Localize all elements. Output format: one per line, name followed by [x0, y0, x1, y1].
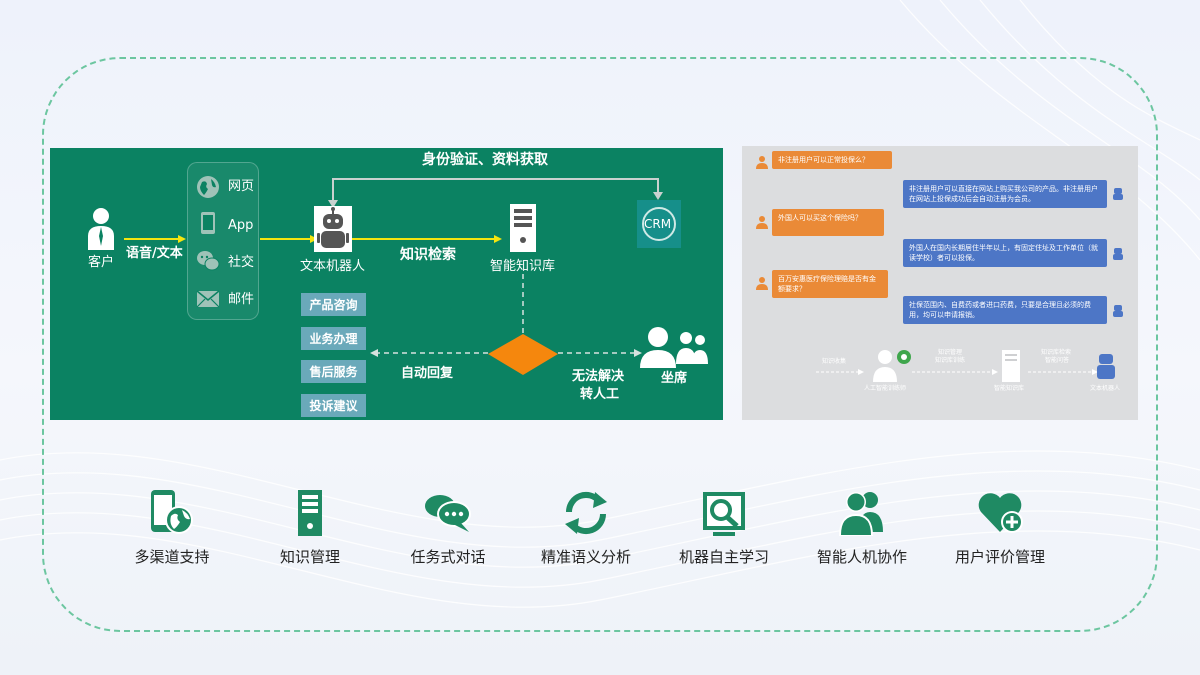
- feature-knowledge-management: 知识管理: [240, 488, 380, 567]
- feature-label: 任务式对话: [410, 548, 486, 566]
- robot-avatar-icon: [1113, 248, 1123, 260]
- flow-top-label: 身份验证、资料获取: [422, 152, 548, 168]
- magnifier-icon: [703, 492, 745, 536]
- chat-question-1: 非注册用户可以正常投保么？: [772, 151, 892, 169]
- users-icon: [839, 492, 883, 536]
- knowledge-base-label: 智能知识库: [490, 259, 556, 274]
- feature-semantic-analysis: 精准语义分析: [516, 488, 656, 567]
- service-flow-diagram: 身份验证、资料获取 客户 语音/文本 网页 App 社交: [50, 148, 723, 420]
- transfer-human-label: 转人工: [580, 387, 620, 402]
- chat-answer-3: 社保范围内、自费药或者进口药费，只要是合理且必须的费用，均可以申请报销。: [903, 296, 1107, 324]
- training-label-train: 知识库训练: [935, 357, 966, 364]
- agent-label: 坐席: [661, 371, 688, 386]
- server-icon: [298, 490, 322, 536]
- crm-label: CRM: [644, 217, 672, 231]
- feature-multichannel: 多渠道支持: [102, 488, 242, 567]
- training-node-trainer: 人工智能训练师: [864, 385, 907, 392]
- robot-avatar-icon: [1113, 188, 1123, 200]
- wechat-icon: [197, 251, 220, 271]
- heart-plus-icon: [978, 493, 1023, 533]
- robot-avatar-icon: [1113, 305, 1123, 317]
- training-node-robot: 文本机器人: [1090, 385, 1121, 392]
- channel-label-mail: 邮件: [228, 292, 255, 307]
- service-after-sales: 售后服务: [301, 360, 366, 383]
- user-avatar-icon: [756, 277, 768, 290]
- customer-icon: [88, 208, 114, 250]
- feature-label: 用户评价管理: [954, 548, 1045, 566]
- chat-question-3: 百万安惠医疗保险理赔是否有金额要求？: [772, 270, 888, 298]
- chat-question-2: 外国人可以买这个保险吗？: [772, 209, 884, 236]
- auto-reply-label: 自动回复: [401, 366, 454, 381]
- dashed-frame: [42, 57, 1158, 632]
- feature-user-evaluation: 用户评价管理: [930, 488, 1070, 567]
- multichannel-icon: [151, 490, 193, 534]
- user-avatar-icon: [756, 156, 768, 169]
- channel-label-web: 网页: [228, 179, 255, 194]
- feature-task-dialogue: 任务式对话: [378, 488, 518, 567]
- chat-answer-2: 外国人在国内长期居住半年以上，有固定住址及工作单位（就读学校）者可以投保。: [903, 239, 1107, 267]
- channels-panel: 网页 App 社交 邮件: [187, 162, 259, 320]
- cannot-solve-label: 无法解决: [572, 369, 625, 384]
- chat-bubbles-icon: [425, 495, 471, 532]
- chat-example-panel: 非注册用户可以正常投保么？ 非注册用户可以直接在网站上购买我公司的产品。非注册用…: [742, 146, 1138, 420]
- service-product-consult: 产品咨询: [301, 293, 366, 316]
- feature-label: 知识管理: [279, 548, 340, 566]
- phone-icon: [201, 212, 215, 234]
- training-label-collect: 知识收集: [822, 358, 847, 365]
- service-complaint: 投诉建议: [301, 394, 366, 417]
- mail-icon: [196, 290, 220, 308]
- customer-label: 客户: [88, 255, 115, 270]
- crm-icon: [637, 200, 681, 248]
- server-icon: [510, 204, 536, 252]
- user-avatar-icon: [756, 216, 768, 229]
- training-label-manage: 知识管理: [938, 349, 963, 356]
- knowledge-search-label: 知识检索: [400, 247, 456, 263]
- training-flow-connectors: [816, 350, 1115, 382]
- voice-text-label: 语音/文本: [126, 246, 183, 261]
- feature-label: 智能人机协作: [816, 548, 907, 566]
- training-node-kb: 智能知识库: [994, 385, 1025, 392]
- feature-human-machine: 智能人机协作: [792, 488, 932, 567]
- agents-icon: [640, 324, 708, 368]
- robot-label: 文本机器人: [300, 259, 366, 274]
- flow-connectors: [124, 178, 663, 375]
- channel-label-app: App: [228, 218, 254, 233]
- globe-icon: [197, 176, 219, 198]
- refresh-icon: [565, 491, 607, 535]
- feature-label: 精准语义分析: [540, 548, 631, 566]
- channel-label-social: 社交: [228, 255, 255, 270]
- feature-label: 多渠道支持: [134, 548, 210, 566]
- training-label-qa: 智能问答: [1045, 357, 1070, 364]
- feature-machine-learning: 机器自主学习: [654, 488, 794, 567]
- training-label-search: 知识库检索: [1041, 349, 1072, 356]
- feature-label: 机器自主学习: [678, 548, 769, 566]
- robot-icon: [314, 206, 352, 252]
- chat-answer-1: 非注册用户可以直接在网站上购买我公司的产品。非注册用户在网站上投保成功后会自动注…: [903, 180, 1107, 208]
- service-business: 业务办理: [301, 327, 366, 350]
